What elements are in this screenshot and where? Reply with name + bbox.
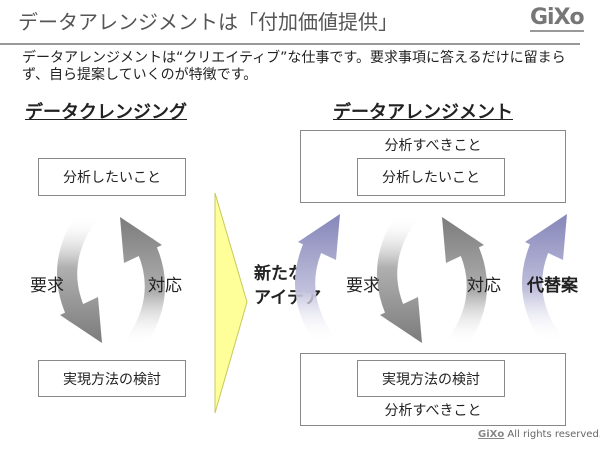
right-should-analyze-bottom: 分析すべきこと [384,403,482,419]
header-divider [0,43,580,45]
right-top-outer-box [300,130,566,203]
right-bottom-outer-box [300,353,566,426]
arrangement-heading: データアレンジメント [333,102,513,123]
right-implementation-box: 実現方法の検討 [357,360,505,397]
description-text: データアレンジメントは“クリエイティブ”な仕事です。要求事項に答えるだけに留まら… [22,50,566,83]
page-title: データアレンジメントは「付加価値提供」 [18,10,398,34]
right-idea-arrow-icon [290,212,350,342]
transition-triangle-icon [214,192,248,414]
left-want-to-analyze-box: 分析したいこと [38,158,186,196]
left-request-label: 要求 [30,276,64,296]
alternative-label: 代替案 [527,276,578,296]
gixo-logo: GiXo [530,5,585,32]
footer-brand: GiXo [478,429,505,440]
footer-rights: All rights reserved. [507,429,600,440]
footer-copyright: GiXo All rights reserved. [478,429,600,440]
right-request-label: 要求 [346,276,380,296]
right-want-to-analyze-box: 分析したいこと [357,158,505,196]
cleansing-heading: データクレンジング [25,102,187,123]
new-idea-line1: 新たな [254,264,305,284]
right-response-label: 対応 [467,276,501,296]
left-response-label: 対応 [148,276,182,296]
left-implementation-box: 実現方法の検討 [38,360,186,397]
right-should-analyze-top: 分析すべきこと [384,138,482,154]
right-request-arrow-icon [372,215,432,345]
